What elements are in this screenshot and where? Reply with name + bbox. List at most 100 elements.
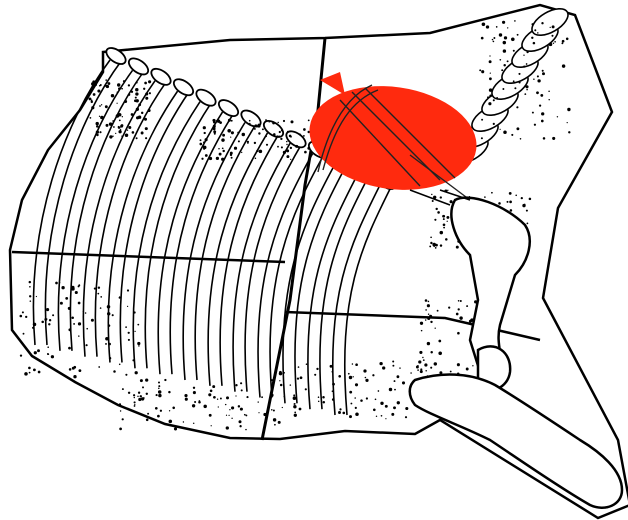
stipple-dot [501,69,503,71]
stipple-dot [526,222,528,224]
stipple-dot [503,49,506,52]
stipple-dot [304,151,307,154]
stipple-dot [23,333,25,335]
stipple-dot [68,347,71,350]
stipple-dot [457,332,460,335]
stipple-dot [217,399,218,400]
stipple-dot [131,113,134,116]
stipple-dot [219,153,222,156]
stipple-dot [493,99,495,101]
stipple-dot [29,281,31,283]
stipple-dot [489,88,493,92]
stipple-dot [507,27,508,28]
stipple-dot [430,236,432,238]
stipple-dot [422,357,423,358]
rib-edge [95,81,167,357]
stipple-dot [22,311,24,313]
stipple-dot [134,405,136,407]
stipple-dot [109,357,111,359]
stipple-dot [138,398,141,401]
stipple-dot [283,372,285,374]
stipple-dot [503,64,505,66]
stipple-dot [109,135,112,138]
stipple-dot [203,126,206,129]
stipple-dot [278,421,281,424]
stipple-dot [517,34,519,36]
stipple-dot [491,192,493,194]
stipple-dot [306,363,308,365]
stipple-dot [106,124,109,127]
stipple-dot [256,150,258,152]
stipple-dot [533,42,536,45]
stipple-dot [303,135,305,137]
stipple-dot [458,308,460,310]
stipple-dot [145,378,148,381]
stipple-dot [515,195,517,197]
stipple-dot [261,396,263,398]
stipple-dot [127,130,128,131]
stipple-dot [428,313,429,314]
stipple-dot [145,92,148,95]
stipple-dot [125,374,127,376]
stipple-dot [349,391,352,394]
stipple-dot [226,415,227,416]
stipple-dot [280,138,282,140]
stipple-dot [38,371,41,374]
stipple-dot [124,100,127,103]
stipple-dot [499,33,502,36]
stipple-dot [78,322,81,325]
stipple-dot [78,335,79,336]
stipple-dot [117,83,120,86]
stipple-dot [352,363,354,365]
stipple-dot [273,133,276,136]
stipple-dot [32,327,34,329]
stipple-dot [194,401,196,403]
stipple-dot [168,391,170,393]
stipple-dot [443,218,445,220]
stipple-dot [392,365,394,367]
stipple-dot [542,70,544,72]
stipple-dot [516,106,518,108]
stipple-dot [46,308,49,311]
stipple-dot [286,149,289,152]
stipple-dot [435,247,437,249]
stipple-dot [557,116,558,117]
stipple-dot [254,124,257,127]
rib-edge [195,123,257,381]
stipple-dot [208,393,211,396]
stipple-dot [502,21,505,24]
stipple-dot [516,127,519,130]
stipple-dot [295,145,298,148]
stipple-dot [212,385,215,388]
stipple-dot [378,390,380,392]
stipple-dot [249,123,251,125]
stipple-dot [520,138,522,140]
stipple-dot [75,291,78,294]
stipple-dot [148,109,151,112]
stipple-dot [290,147,292,149]
stipple-dot [420,322,423,325]
stipple-dot [541,112,544,115]
stipple-dot [548,90,550,92]
stipple-dot [94,288,96,290]
stipple-dot [338,375,341,378]
stipple-dot [211,425,212,426]
stipple-dot [132,359,134,361]
stipple-dot [373,408,376,411]
stipple-dot [97,293,99,295]
stipple-dot [68,328,71,331]
stipple-dot [136,116,139,119]
stipple-dot [416,366,419,369]
stipple-dot [140,379,143,382]
rib-edge [120,91,189,362]
stipple-dot [318,401,319,402]
stipple-dot [85,312,87,314]
stipple-dot [418,360,421,363]
stipple-dot [122,418,124,420]
stipple-dot [216,157,219,160]
stipple-dot [349,415,352,418]
stipple-dot [69,368,72,371]
stipple-dot [242,133,245,136]
stipple-dot [293,396,297,400]
